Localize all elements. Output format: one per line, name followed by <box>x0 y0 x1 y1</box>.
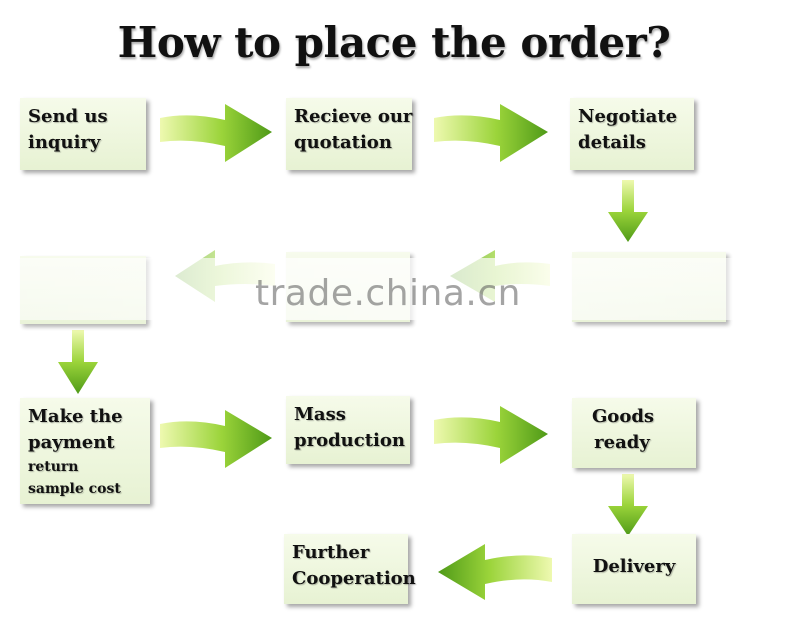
step-text: Further <box>292 542 370 563</box>
step-text: production <box>294 430 405 451</box>
step-text: Make the <box>28 406 123 427</box>
arrow-left-icon <box>438 544 552 600</box>
step-further-cooperation: Further Cooperation <box>284 534 416 604</box>
step-mass-production: Mass production <box>286 396 410 464</box>
step-text: Cooperation <box>292 568 416 589</box>
step-negotiate-details: Negotiate details <box>570 98 694 170</box>
watermark: trade.china.cn <box>255 273 521 314</box>
step-receive-quotation: Recieve our quotation <box>286 98 412 170</box>
step-goods-ready: Goods ready <box>572 398 696 468</box>
step-text: sample cost <box>28 481 121 497</box>
step-text: Goods <box>591 406 655 427</box>
arrow-down-icon <box>608 180 648 242</box>
page-title: How to place the order? <box>117 18 671 67</box>
step-text: Send us <box>28 106 108 127</box>
arrow-right-icon <box>434 104 548 162</box>
step-text: payment <box>28 432 115 453</box>
watermark-band <box>0 258 788 320</box>
step-text: Recieve our <box>294 106 413 127</box>
arrow-right-icon <box>160 410 272 468</box>
step-delivery: Delivery <box>572 534 696 604</box>
step-text: Delivery <box>592 556 676 577</box>
step-text: Mass <box>294 404 346 425</box>
arrow-down-icon <box>608 474 648 536</box>
step-make-payment: Make the payment return sample cost <box>20 398 150 504</box>
step-text: details <box>578 132 646 153</box>
step-text: ready <box>594 432 650 453</box>
step-send-inquiry: Send us inquiry <box>20 98 146 170</box>
step-text: Negotiate <box>578 106 678 127</box>
step-text: quotation <box>294 132 392 153</box>
arrow-right-icon <box>160 104 272 162</box>
arrow-right-icon <box>434 406 548 464</box>
step-text: inquiry <box>28 132 101 153</box>
step-text: return <box>28 459 79 475</box>
arrow-down-icon <box>58 330 98 394</box>
